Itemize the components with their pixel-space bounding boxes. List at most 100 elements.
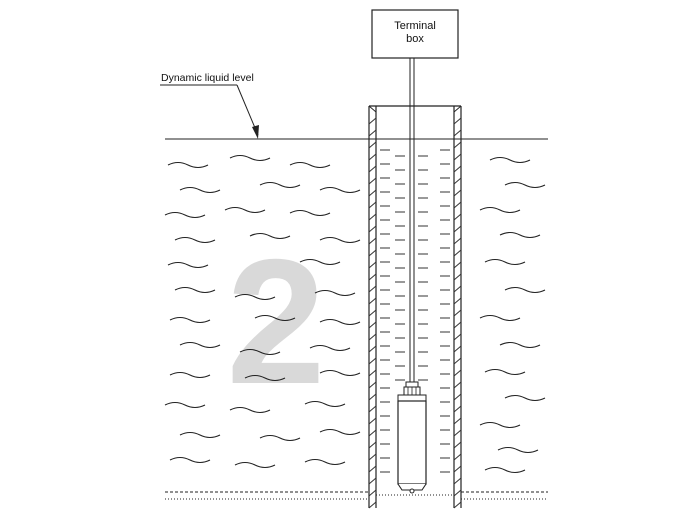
wall-hatch-mark bbox=[368, 237, 377, 245]
wave-mark bbox=[169, 316, 211, 324]
wall-hatch-mark bbox=[368, 429, 377, 437]
wall-hatch-mark bbox=[368, 477, 377, 485]
wall-hatch-mark bbox=[453, 441, 462, 449]
wave-mark bbox=[254, 314, 296, 322]
wall-hatch-mark bbox=[453, 369, 462, 377]
wave-mark bbox=[479, 314, 521, 322]
wall-hatch-mark bbox=[368, 405, 377, 413]
wall-hatch-mark bbox=[453, 201, 462, 209]
wave-mark bbox=[229, 154, 271, 162]
wave-mark bbox=[309, 344, 351, 352]
wall-hatch-mark bbox=[453, 117, 462, 125]
wall-hatch-mark bbox=[453, 261, 462, 269]
wave-mark bbox=[224, 206, 266, 214]
wall-hatch-mark bbox=[453, 285, 462, 293]
wall-hatch-mark bbox=[368, 177, 377, 185]
wall-hatch-mark bbox=[368, 393, 377, 401]
wave-mark bbox=[319, 428, 361, 436]
wave-mark bbox=[484, 466, 526, 474]
wall-hatch-mark bbox=[453, 213, 462, 221]
wall-hatch-mark bbox=[368, 297, 377, 305]
wave-mark bbox=[167, 161, 209, 169]
wave-mark bbox=[504, 181, 546, 189]
wall-hatch-mark bbox=[453, 141, 462, 149]
wall-hatch-mark bbox=[453, 297, 462, 305]
wave-mark bbox=[304, 458, 346, 466]
wave-mark bbox=[289, 161, 331, 169]
sensor-cable bbox=[409, 58, 415, 383]
wall-hatch-mark bbox=[453, 225, 462, 233]
wall-hatch-mark bbox=[368, 261, 377, 269]
bottom-ground bbox=[165, 491, 548, 500]
pipe-wall-hatching bbox=[368, 117, 462, 509]
liquid-level-leader bbox=[160, 84, 259, 139]
wall-hatch-mark bbox=[368, 381, 377, 389]
wave-mark bbox=[504, 394, 546, 402]
wall-hatch-mark bbox=[453, 273, 462, 281]
wall-hatch-mark bbox=[453, 345, 462, 353]
terminal-box-label-line1: Terminal bbox=[394, 20, 436, 32]
wall-hatch-mark bbox=[453, 189, 462, 197]
wave-mark bbox=[229, 406, 271, 414]
wall-hatch-mark bbox=[368, 501, 377, 509]
wall-hatch-mark bbox=[368, 213, 377, 221]
wall-hatch-mark bbox=[453, 477, 462, 485]
wave-mark bbox=[244, 374, 286, 382]
wave-mark bbox=[174, 286, 216, 294]
level-sensor-probe bbox=[397, 381, 427, 494]
wall-hatch-mark bbox=[368, 201, 377, 209]
wall-hatch-mark bbox=[368, 321, 377, 329]
wave-mark bbox=[239, 348, 281, 356]
wall-hatch-mark bbox=[368, 333, 377, 341]
liquid-waves bbox=[164, 154, 546, 474]
wall-hatch-mark bbox=[453, 249, 462, 257]
wall-hatch-mark bbox=[453, 237, 462, 245]
wave-mark bbox=[234, 293, 276, 301]
wave-mark bbox=[314, 289, 356, 297]
wave-mark bbox=[259, 434, 301, 442]
wall-hatch-mark bbox=[368, 153, 377, 161]
wave-mark bbox=[479, 206, 521, 214]
wave-mark bbox=[304, 400, 346, 408]
wall-hatch-mark bbox=[453, 333, 462, 341]
wall-hatch-mark bbox=[368, 453, 377, 461]
wave-mark bbox=[497, 446, 539, 454]
wave-mark bbox=[504, 286, 546, 294]
wave-mark bbox=[164, 211, 206, 219]
wall-hatch-mark bbox=[368, 273, 377, 281]
wave-mark bbox=[164, 401, 206, 409]
wave-mark bbox=[489, 156, 531, 164]
wall-hatch-mark bbox=[368, 417, 377, 425]
wave-mark bbox=[499, 231, 541, 239]
wall-hatch-mark bbox=[453, 381, 462, 389]
wave-mark bbox=[179, 341, 221, 349]
wall-hatch-mark bbox=[453, 489, 462, 497]
wave-mark bbox=[289, 209, 331, 217]
wall-hatch-mark bbox=[368, 285, 377, 293]
wave-mark bbox=[479, 421, 521, 429]
pipe-liquid-dashes bbox=[380, 149, 450, 473]
wall-hatch-mark bbox=[453, 357, 462, 365]
wave-mark bbox=[499, 341, 541, 349]
wall-hatch-mark bbox=[453, 501, 462, 509]
wall-hatch-mark bbox=[368, 369, 377, 377]
wave-mark bbox=[484, 258, 526, 266]
wave-mark bbox=[169, 456, 211, 464]
wave-mark bbox=[259, 181, 301, 189]
wall-hatch-mark bbox=[453, 429, 462, 437]
wave-mark bbox=[167, 261, 209, 269]
wall-hatch-mark bbox=[368, 345, 377, 353]
liquid-level-label: Dynamic liquid level bbox=[161, 72, 254, 84]
wall-hatch-mark bbox=[368, 465, 377, 473]
wall-hatch-mark bbox=[453, 129, 462, 137]
wall-hatch-mark bbox=[368, 357, 377, 365]
wave-mark bbox=[169, 371, 211, 379]
wave-mark bbox=[319, 369, 361, 377]
wall-hatch-mark bbox=[368, 489, 377, 497]
terminal-box-label-line2: box bbox=[406, 33, 424, 45]
wave-mark bbox=[319, 318, 361, 326]
watermark-numeral: 2 bbox=[227, 222, 326, 421]
wall-hatch-mark bbox=[453, 165, 462, 173]
wall-hatch-mark bbox=[453, 177, 462, 185]
wave-mark bbox=[179, 431, 221, 439]
